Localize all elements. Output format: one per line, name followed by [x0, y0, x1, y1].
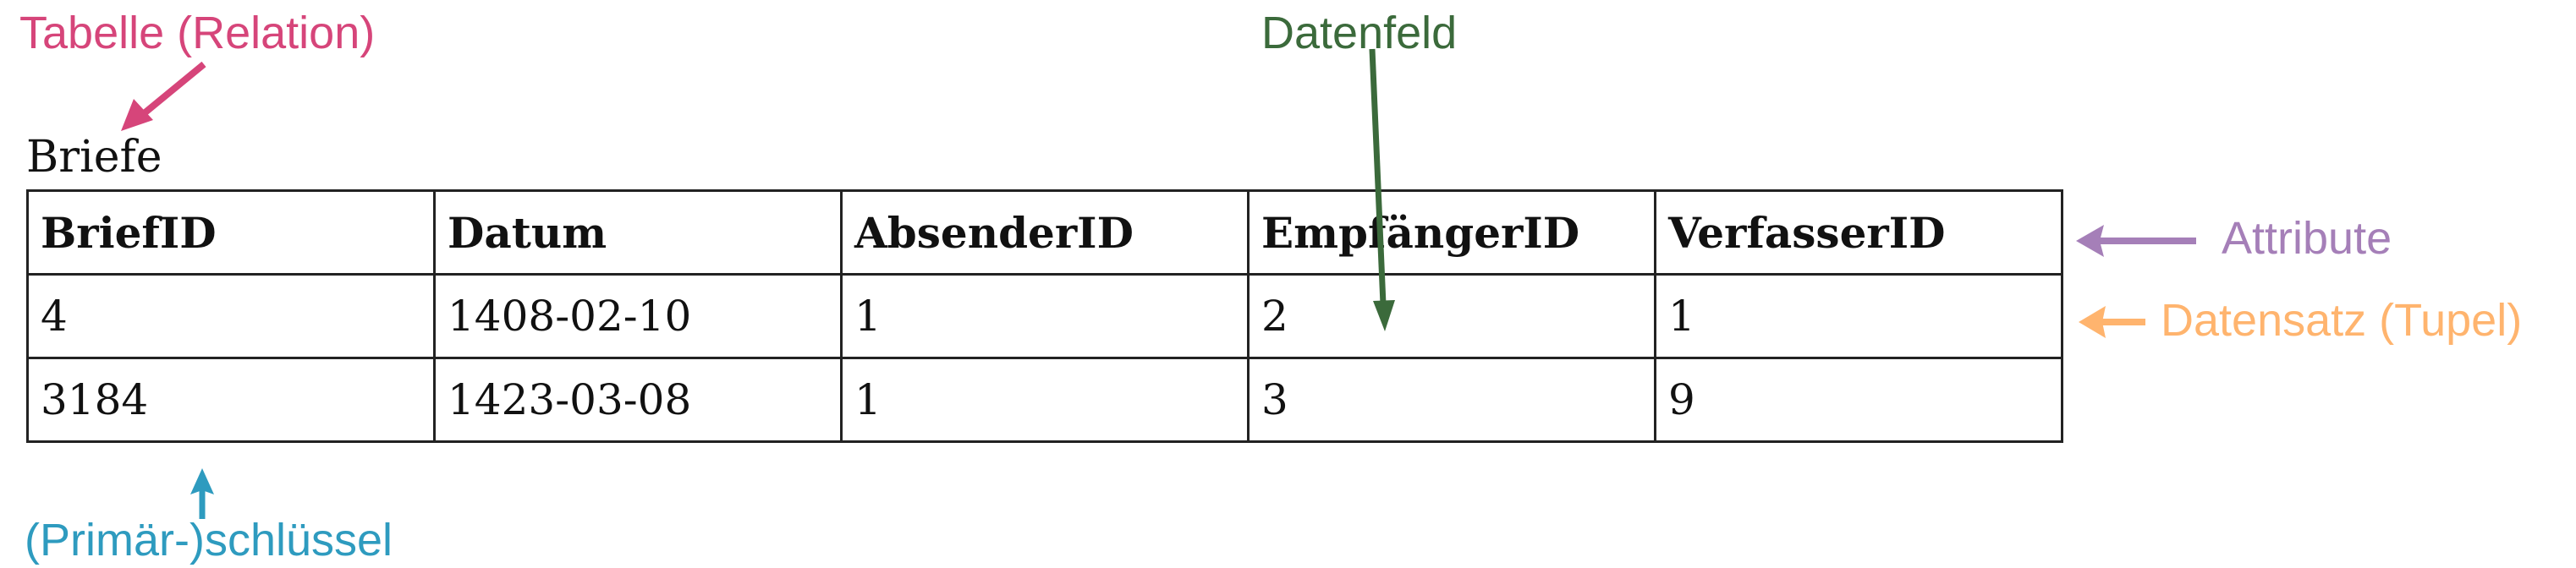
annotation-key-label: (Primär-)schlüssel — [25, 515, 393, 565]
annotation-table-label: Tabelle (Relation) — [19, 8, 376, 58]
table-cell: 9 — [1654, 357, 2063, 443]
table-cell: 4 — [26, 273, 436, 359]
arrow-key-icon — [190, 468, 214, 519]
briefe-table: BriefID Datum AbsenderID EmpfängerID Ver… — [26, 189, 2063, 443]
column-header: AbsenderID — [840, 189, 1250, 276]
arrow-table-icon — [121, 61, 206, 131]
table-cell: 3 — [1247, 357, 1656, 443]
table-cell: 1408-02-10 — [433, 273, 843, 359]
annotation-attribute-label: Attribute — [2222, 213, 2392, 264]
arrow-attribute-icon — [2076, 225, 2196, 257]
annotation-record-label: Datensatz (Tupel) — [2161, 295, 2523, 346]
arrow-field-icon — [1369, 48, 1395, 331]
annotation-field-label: Datenfeld — [1261, 8, 1458, 58]
header-row: BriefID Datum AbsenderID EmpfängerID Ver… — [26, 189, 2063, 276]
table-name: Briefe — [26, 132, 162, 183]
table-cell: 1 — [1654, 273, 2063, 359]
table-cell: 2 — [1247, 273, 1656, 359]
arrow-record-icon — [2079, 306, 2145, 338]
table-row: 4 1408-02-10 1 2 1 — [26, 273, 2063, 359]
table-cell: 1423-03-08 — [433, 357, 843, 443]
table-cell: 3184 — [26, 357, 436, 443]
column-header: Datum — [433, 189, 843, 276]
column-header: VerfasserID — [1654, 189, 2063, 276]
table-row: 3184 1423-03-08 1 3 9 — [26, 357, 2063, 443]
table-cell: 1 — [840, 273, 1250, 359]
table-cell: 1 — [840, 357, 1250, 443]
column-header: EmpfängerID — [1247, 189, 1656, 276]
column-header: BriefID — [26, 189, 436, 276]
